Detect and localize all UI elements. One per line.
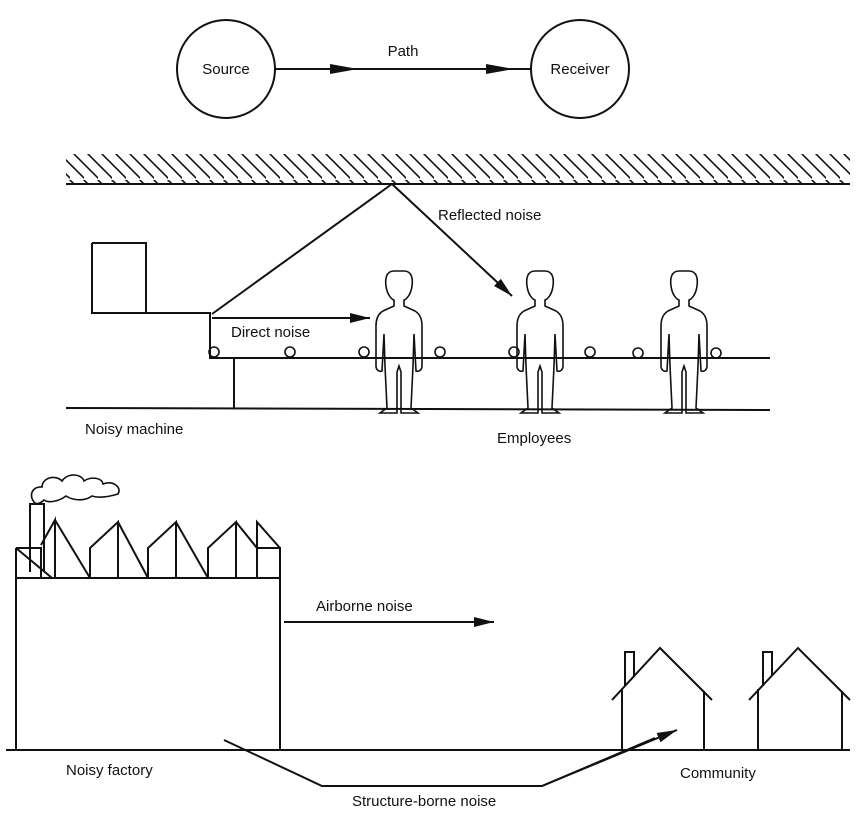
workplace-floor — [65, 407, 771, 411]
incident-noise-ray — [211, 183, 393, 315]
employees-label: Employees — [497, 430, 571, 447]
ceiling-hatching — [66, 154, 850, 184]
conveyor-roller — [434, 346, 446, 358]
path-arrowhead-1 — [330, 64, 358, 74]
receiver-circle — [530, 19, 630, 119]
noisy-machine-side — [91, 243, 146, 314]
employee-figure — [516, 270, 564, 414]
conveyor-roller — [584, 346, 596, 358]
community-house — [748, 646, 851, 750]
conveyor-roller — [710, 347, 722, 359]
noisy-machine-label: Noisy machine — [85, 421, 183, 438]
source-path-receiver-model: Source Path Receiver — [176, 19, 630, 119]
community-scene: Airborne noise Structure-borne noise Noi… — [6, 474, 851, 810]
smoke-cloud — [30, 474, 120, 505]
conveyor-roller — [208, 346, 220, 358]
conveyor-roller — [284, 346, 296, 358]
structure-borne-noise-path — [223, 737, 656, 787]
community-label: Community — [680, 765, 756, 782]
structure-borne-noise-arrow — [541, 729, 678, 787]
noisy-factory-building — [15, 577, 281, 751]
direct-noise-label: Direct noise — [231, 324, 310, 341]
airborne-noise-label: Airborne noise — [316, 598, 413, 615]
reflected-noise-arrow — [391, 183, 513, 297]
conveyor-roller — [358, 346, 370, 358]
noisy-machine — [92, 242, 770, 359]
conveyor-roller — [632, 347, 644, 359]
receiver-label: Receiver — [550, 61, 609, 78]
noisy-factory-label: Noisy factory — [66, 762, 153, 779]
source-label: Source — [202, 61, 250, 78]
workplace-scene: Reflected noise Direct noise Noisy machi… — [65, 154, 850, 447]
path-label: Path — [388, 43, 419, 60]
reflected-noise-label: Reflected noise — [438, 207, 541, 224]
employee-figure — [375, 270, 423, 414]
employee-figure — [660, 270, 708, 414]
path-arrowhead-2 — [486, 64, 514, 74]
community-house — [611, 646, 713, 750]
structure-borne-noise-label: Structure-borne noise — [352, 793, 496, 810]
conveyor-roller — [508, 346, 520, 358]
factory-roof-base — [15, 547, 281, 579]
sawtooth-roof — [15, 516, 281, 579]
